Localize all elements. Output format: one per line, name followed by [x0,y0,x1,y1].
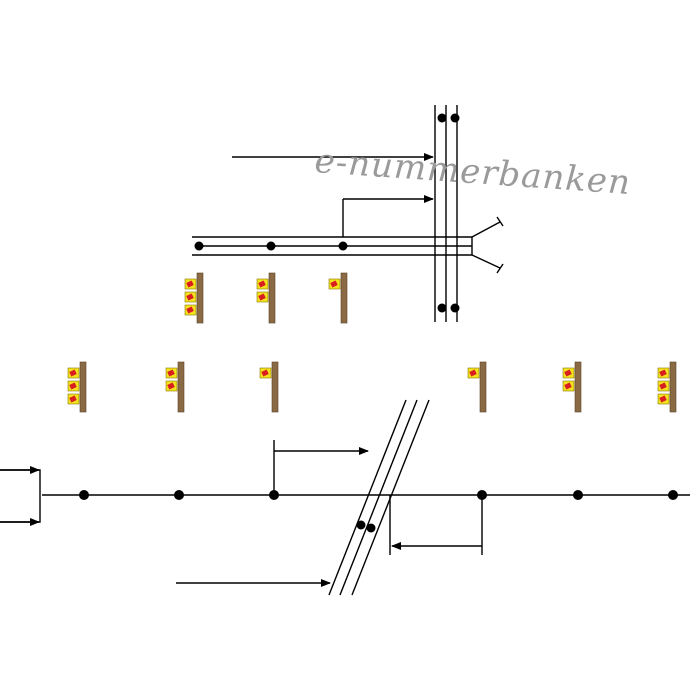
lower-main-track [0,466,690,526]
signal-lamp-light [186,293,194,301]
signal-mast [271,361,279,413]
track-node [668,490,678,500]
signal-mast [268,272,276,324]
track-node [174,490,184,500]
upper-signal-row [184,272,348,324]
signal-post [467,361,487,413]
signal-lamp-light [659,395,667,403]
crossing-node [356,520,366,530]
signal-post [259,361,279,413]
upper-crossing-track [434,105,458,322]
lower-track-nodes [79,490,678,500]
track-node [79,490,89,500]
signal-lamp-light [564,369,572,377]
signal-lamp-light [261,369,269,377]
signal-post [562,361,582,413]
lower-crossing-nodes [356,520,376,533]
upper-main-track [192,216,504,274]
signal-mast [479,361,487,413]
signal-lamp-light [186,280,194,288]
crossing-node [450,113,460,123]
signal-mast [574,361,582,413]
signal-mast [196,272,204,324]
signal-post [184,272,204,324]
signal-post [328,272,348,324]
signal-mast [177,361,185,413]
signal-lamp-light [258,280,266,288]
signal-lamp-light [186,306,194,314]
signal-lamp-light [469,369,477,377]
lower-arrows [176,440,483,587]
crossing-node [437,303,447,313]
crossing-node [450,303,460,313]
signal-lamp-light [659,382,667,390]
signal-post [67,361,87,413]
lower-signal-row [67,361,677,413]
track-node [266,241,276,251]
signal-lamp-light [69,382,77,390]
signal-lamp-light [659,369,667,377]
track-node [194,241,204,251]
signal-lamp-light [167,369,175,377]
signal-mast [79,361,87,413]
watermark: e-nummerbanken [313,141,632,203]
signal-post [657,361,677,413]
upper-arrows [232,153,434,237]
signal-mast [340,272,348,324]
track-node [573,490,583,500]
signal-lamp-light [167,382,175,390]
crossing-node [437,113,447,123]
signal-lamp-light [69,369,77,377]
signal-post [165,361,185,413]
signal-lamp-light [258,293,266,301]
signal-lamp-light [330,280,338,288]
crossing-node [366,523,376,533]
signal-post [256,272,276,324]
upper-crossing-nodes [437,113,460,313]
upper-track-nodes [194,241,348,251]
lower-crossing-track [328,399,430,596]
signal-mast [669,361,677,413]
track-node [338,241,348,251]
signal-lamp-light [69,395,77,403]
signal-lamp-light [564,382,572,390]
